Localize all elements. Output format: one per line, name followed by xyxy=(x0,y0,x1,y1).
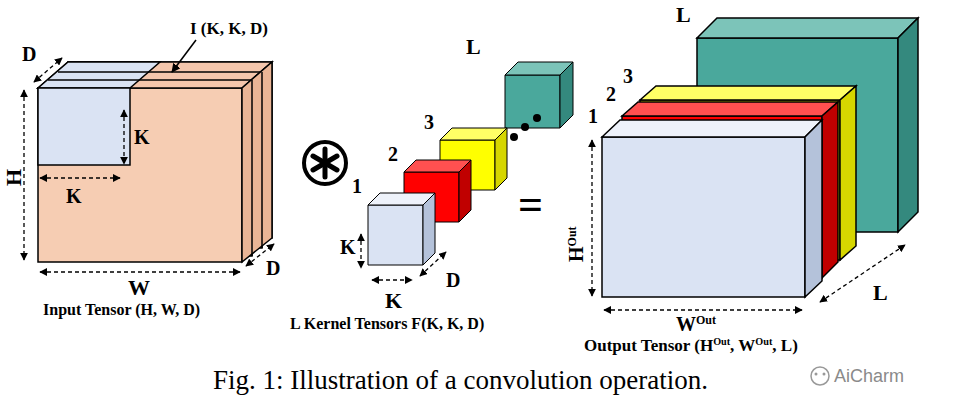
tensor-title: , L) xyxy=(772,337,798,354)
kernel-cubes xyxy=(368,62,573,265)
dimension-label: L xyxy=(676,4,691,26)
label-group: HOut xyxy=(566,226,586,262)
watermark: AiCharm xyxy=(834,367,904,385)
kernel-index: 1 xyxy=(352,176,362,196)
equals-sign: = xyxy=(518,183,543,227)
dimension-label: W xyxy=(128,277,150,299)
slice-index: 2 xyxy=(606,84,616,104)
figure-caption: Fig. 1: Illustration of a convolution op… xyxy=(213,367,708,394)
tensor-title: L Kernel Tensors F(K, K, D) xyxy=(290,316,484,332)
callout-label: I (K, K, D) xyxy=(190,20,268,37)
dimension-label: K xyxy=(340,237,356,257)
dimension-label: L xyxy=(873,282,888,304)
label-group: Output Tensor (HOut, WOut, L) xyxy=(584,337,798,354)
output-tensor xyxy=(602,18,918,297)
dimension-label: K xyxy=(66,186,82,206)
slice-index: 1 xyxy=(588,106,598,126)
dimension-label: H xyxy=(566,246,586,262)
dimension-label: H xyxy=(3,169,25,186)
leader-line xyxy=(172,40,196,72)
kernel-index: 2 xyxy=(388,144,398,164)
superscript: Out xyxy=(696,314,716,326)
superscript: Out xyxy=(713,337,730,347)
dimension-label: K xyxy=(385,290,402,312)
superscript: Out xyxy=(755,337,772,347)
dimension-arrows xyxy=(24,58,905,310)
tensor-title: Input Tensor (H, W, D) xyxy=(43,302,200,318)
dimension-label: W xyxy=(676,314,696,334)
kernel-index: 3 xyxy=(424,112,434,132)
superscript: Out xyxy=(566,226,578,246)
dimension-label: D xyxy=(446,270,460,290)
tensor-title: , W xyxy=(730,337,755,354)
dimension-label: D xyxy=(266,258,280,278)
dimension-label: K xyxy=(134,127,150,147)
kernel-index: L xyxy=(466,36,481,58)
convolution-symbol xyxy=(304,142,346,184)
input-tensor xyxy=(38,62,272,262)
label-group: WOut xyxy=(676,314,716,334)
dimension-label: D xyxy=(22,44,36,64)
watermark-logo xyxy=(811,367,829,385)
tensor-title: Output Tensor (H xyxy=(584,337,713,354)
slice-index: 3 xyxy=(623,66,633,86)
ellipsis-dots xyxy=(510,114,541,141)
